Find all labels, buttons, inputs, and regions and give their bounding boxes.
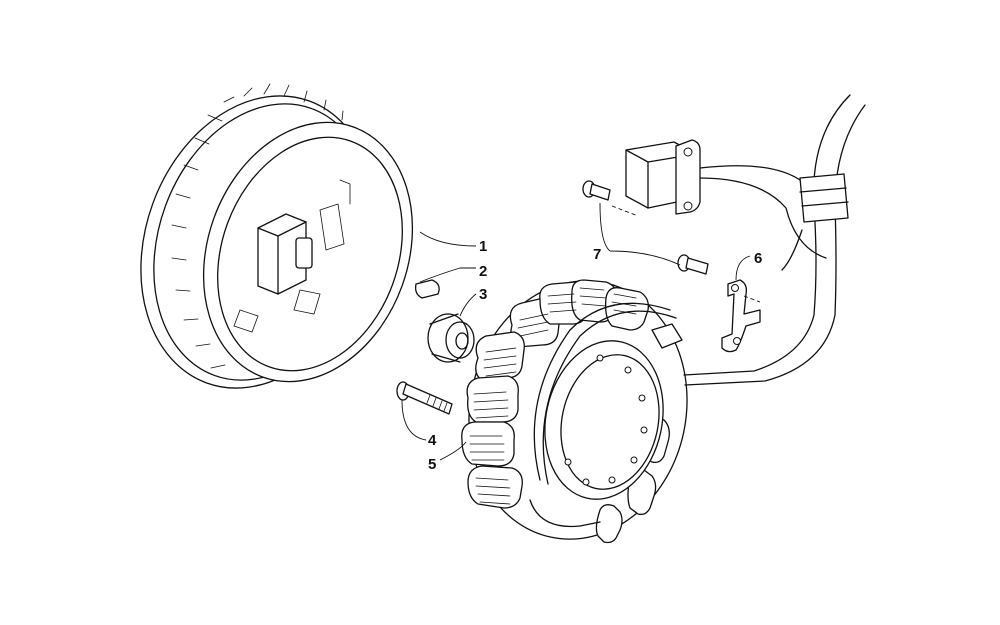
callout-1: 1: [479, 238, 487, 255]
callout-2: 2: [479, 263, 487, 280]
screw-upper: [582, 180, 639, 217]
stator: [461, 279, 688, 544]
leader-lines: [401, 202, 751, 461]
callout-7: 7: [593, 246, 601, 263]
callout-4: 4: [428, 432, 437, 449]
callout-labels: 1 2 3 4 5 6 7: [428, 238, 762, 473]
woodruff-key: [414, 279, 440, 299]
callout-6: 6: [754, 250, 762, 267]
screw-lower: [677, 254, 709, 275]
clamp-bracket: [721, 279, 761, 353]
connector-block: [625, 139, 701, 215]
callout-5: 5: [428, 456, 436, 473]
wire-harness: [683, 94, 866, 386]
flywheel: [140, 83, 414, 389]
callout-3: 3: [479, 286, 487, 303]
flange-nut: [427, 313, 475, 363]
bolt: [396, 381, 453, 415]
